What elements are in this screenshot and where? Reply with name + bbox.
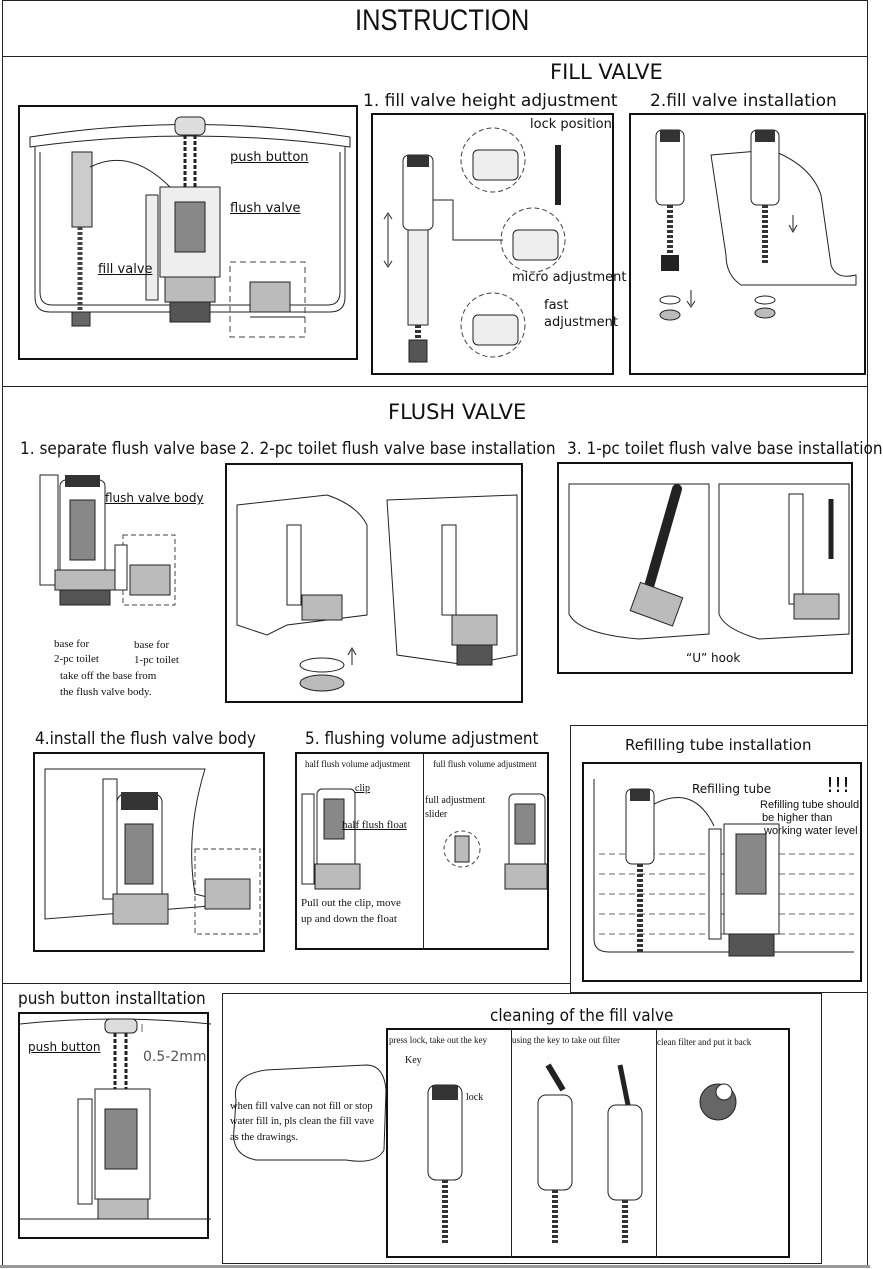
flush-section-divider <box>2 983 570 984</box>
flush-step4-title: 4.install the flush valve body <box>35 729 256 749</box>
bubble-line1: when fill valve can not fill or stop <box>230 1101 373 1112</box>
u-hook-label: “U” hook <box>686 651 741 665</box>
fill-valve-installation-panel <box>629 113 866 375</box>
adjustment-label: adjustment <box>544 315 618 330</box>
half-flush-float-label: half flush float <box>342 819 407 831</box>
refill-title: Refilling tube installation <box>625 736 812 754</box>
install-body-panel <box>33 752 265 952</box>
slider-label: slider <box>425 809 448 820</box>
volume-divider <box>423 754 424 950</box>
cleaning-diagram <box>427 1063 737 1245</box>
lock-position-label: lock position <box>530 117 612 132</box>
lock-label: lock <box>466 1092 484 1103</box>
tank-diagram <box>29 116 351 338</box>
clip-label: clip <box>355 783 370 794</box>
full-flush-volume-label: full flush volume adjustment <box>433 759 537 769</box>
push-button-install-label: push button <box>28 1040 101 1054</box>
cleaning-col3: clean filter and put it back <box>657 1037 752 1047</box>
volume-adjustment-diagram <box>301 788 548 890</box>
2pc-base-diagram <box>236 494 518 692</box>
cleaning-col1: press lock, take out the key <box>389 1035 487 1045</box>
refilling-tube-label: Refilling tube <box>692 782 772 796</box>
base-1pc-line2: 1-pc toilet <box>134 654 179 666</box>
cleaning-section-frame <box>222 993 822 1264</box>
flush-valve-label: flush valve <box>230 201 301 216</box>
cleaning-divider-1 <box>511 1030 512 1258</box>
height-adjustment-diagram <box>383 127 566 363</box>
cleaning-col2: using the key to take out filter <box>512 1035 620 1045</box>
fast-label: fast <box>544 298 569 313</box>
key-label: Key <box>405 1055 422 1066</box>
separate-base-diagram <box>39 474 176 606</box>
fill-valve-section-title: FILL VALVE <box>550 60 663 84</box>
flush-step5-title: 5. flushing volume adjustment <box>305 729 539 749</box>
full-adjustment-label: full adjustment <box>425 795 486 806</box>
2pc-base-panel <box>225 463 523 703</box>
footer-line <box>0 1265 870 1268</box>
header-divider <box>2 56 868 57</box>
warning-exclaim: !!! <box>826 773 851 797</box>
warn-line3: working water level <box>764 825 858 837</box>
flush-step3-title: 3. 1-pc toilet flush valve base installa… <box>567 439 883 459</box>
warn-line2: be higher than <box>762 812 833 824</box>
fill-valve-installation-diagram <box>655 129 857 321</box>
gap-label: 0.5-2mm <box>143 1049 207 1065</box>
fill-section-divider <box>2 386 868 387</box>
base-1pc-line1: base for <box>134 639 170 651</box>
bubble-line2: water fill in, pls clean the fill vave <box>230 1116 375 1127</box>
refill-panel <box>582 762 862 982</box>
fill-step2-title: 2.fill valve installation <box>650 91 837 111</box>
refill-section-frame <box>570 725 868 993</box>
bubble-line3: as the drawings. <box>230 1132 298 1143</box>
push-button-section-title: push button installtation <box>18 989 206 1009</box>
warn-line1: Refilling tube should <box>760 799 860 811</box>
push-button-panel <box>18 1012 212 1239</box>
flush-step1-title: 1. separate flush valve base <box>20 439 237 459</box>
refill-diagram <box>593 779 854 957</box>
micro-adjustment-label: micro adjustment <box>512 270 627 285</box>
push-button-diagram <box>19 1018 212 1220</box>
flush-valve-section-title: FLUSH VALVE <box>388 400 527 424</box>
push-button-label: push button <box>230 150 309 165</box>
cleaning-divider-2 <box>656 1030 657 1258</box>
install-body-diagram <box>44 768 261 935</box>
take-off-line2: the flush valve body. <box>60 686 152 698</box>
base-2pc-line2: 2-pc toilet <box>54 653 99 665</box>
flush-step2-title: 2. 2-pc toilet flush valve base installa… <box>240 439 556 459</box>
fill-step1-title: 1. fill valve height adjustment <box>363 91 618 111</box>
base-2pc-line1: base for <box>54 638 90 650</box>
half-flush-volume-label: half flush volume adjustment <box>305 759 411 769</box>
cleaning-panel <box>386 1028 790 1258</box>
pull-out-line1: Pull out the clip, move <box>301 897 401 909</box>
height-adjustment-panel <box>371 113 614 375</box>
fill-valve-label: fill valve <box>98 262 153 277</box>
volume-adjustment-panel <box>295 752 549 950</box>
1pc-base-panel <box>557 462 853 674</box>
tank-overview-panel <box>18 105 358 360</box>
pull-out-line2: up and down the float <box>301 913 397 925</box>
flush-valve-body-label: flush valve body <box>105 491 204 505</box>
1pc-base-diagram <box>568 483 850 640</box>
cleaning-title: cleaning of the fill valve <box>490 1006 674 1026</box>
take-off-line1: take off the base from <box>60 670 157 682</box>
page-title: INSTRUCTION <box>355 4 530 37</box>
speech-bubble <box>233 1064 387 1162</box>
